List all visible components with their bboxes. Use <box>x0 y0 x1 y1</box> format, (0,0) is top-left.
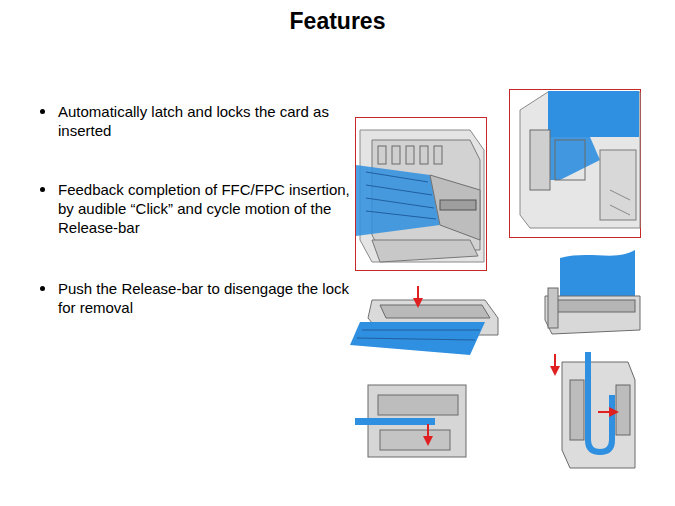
release-bar-section <box>555 352 635 468</box>
detail-view-lock <box>510 90 641 238</box>
bullet-text: Push the Release-bar to disengage the lo… <box>58 279 350 317</box>
bullet-dot <box>40 286 45 291</box>
connector-with-cable <box>545 250 640 334</box>
insertion-view <box>350 286 498 355</box>
slide-title: Features <box>0 8 675 35</box>
bullet-text: Feedback completion of FFC/FPC insertion… <box>58 180 350 237</box>
side-section <box>355 385 466 457</box>
bullet-text: Automatically latch and locks the card a… <box>58 102 350 140</box>
bullet-dot <box>40 109 45 114</box>
detail-view-latch <box>356 118 487 271</box>
bullet-dot <box>40 187 45 192</box>
